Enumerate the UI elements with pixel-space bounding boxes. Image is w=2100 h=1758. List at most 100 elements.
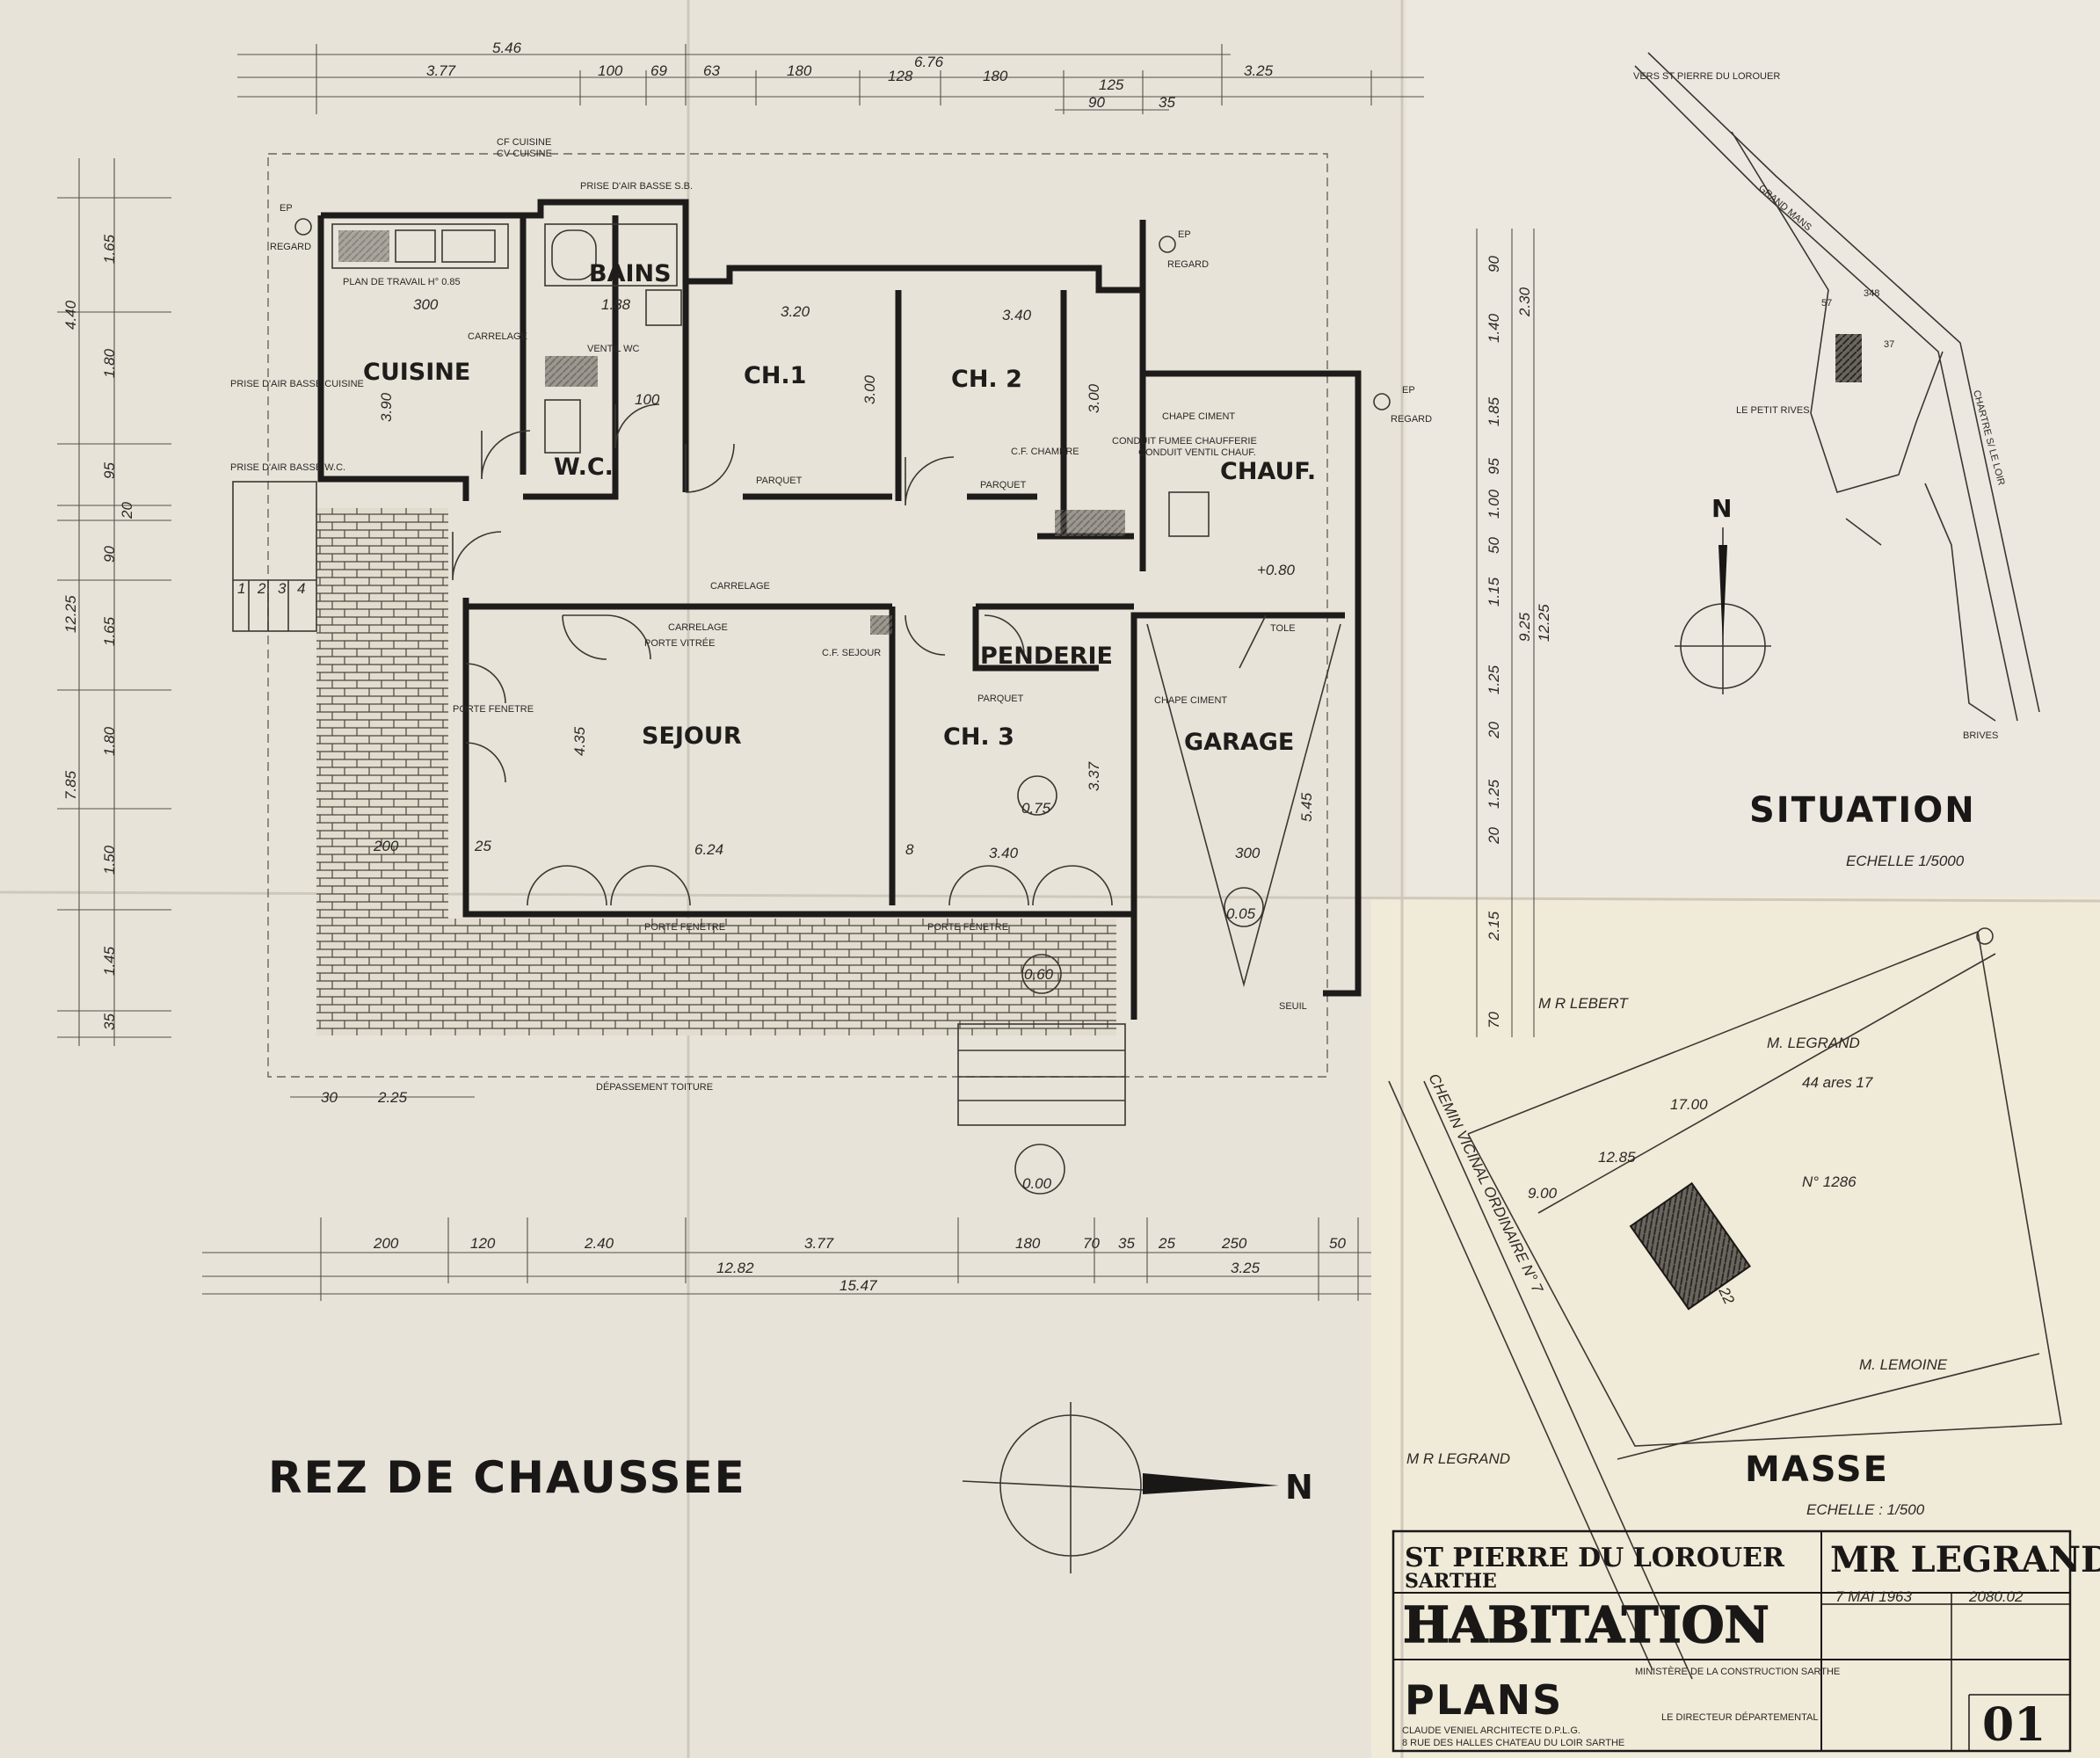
dim-int-12: 5.45 (1298, 792, 1315, 822)
tb-dept: SARTHE (1405, 1570, 1497, 1593)
masse-dim-2: 17.00 (1670, 1096, 1708, 1113)
note-prise-bains: PRISE D'AIR BASSE S.B. (580, 181, 693, 192)
sit-dim-5: 1.00 (1486, 489, 1502, 519)
dim-left-11: 1.45 (101, 946, 118, 976)
floor-plan: 5.46 6.76 3.77 100 69 63 180 128 180 125… (57, 40, 1432, 1573)
level-ch3: 0.75 (1021, 800, 1051, 817)
sit-label-7: 348 (1864, 288, 1879, 299)
step-2: 2 (257, 580, 266, 597)
note-seuil: SEUIL (1279, 1001, 1307, 1012)
note-prise-wc: PRISE D'AIR BASSE W.C. (230, 462, 345, 473)
level-chauf: +0.80 (1257, 562, 1296, 578)
dim-bot-r2-0: 12.82 (716, 1260, 754, 1276)
room-ch3: CH. 3 (943, 723, 1014, 751)
note-conduit-ventil: CONDUIT VENTIL CHAUF. (1138, 447, 1256, 458)
dim-bot-2: 2.40 (584, 1235, 614, 1252)
note-prise-cuisine: PRISE D'AIR BASSE CUISINE (230, 379, 364, 389)
sit-dim-7: 1.15 (1486, 577, 1502, 607)
top-dimension-lines: 5.46 6.76 3.77 100 69 63 180 128 180 125… (237, 40, 1424, 114)
situation-title: SITUATION (1749, 790, 1976, 831)
dim-left-0: 4.40 (62, 300, 79, 330)
plan-title: REZ DE CHAUSSEE (268, 1452, 746, 1503)
tb-date: 7 MAI 1963 (1835, 1588, 1912, 1605)
sit-dim-14: 2.15 (1486, 911, 1502, 941)
note-ep-1: EP (280, 203, 293, 214)
dim-top-r2-7: 125 (1099, 76, 1124, 93)
note-cf-chambre: C.F. CHAMBRE (1011, 447, 1079, 457)
note-cf-cuisine: CF CUISINE (497, 137, 551, 148)
dim-int-0: 300 (413, 296, 439, 313)
level-markers: 0.75 0.05 0.60 0.00 +0.80 (1014, 562, 1296, 1195)
entry-steps-west: 1 2 3 4 (232, 481, 317, 632)
note-regard-2: REGARD (1167, 259, 1209, 270)
dim-int-4: 3.90 (378, 392, 395, 422)
sit-dim-10: 1.25 (1486, 665, 1502, 694)
tb-type: PLANS (1405, 1676, 1563, 1724)
sit-label-6: 57 (1821, 298, 1832, 309)
left-dimension-lines: 4.40 1.65 1.80 95 20 90 12.25 1.65 7.85 … (57, 158, 171, 1046)
note-carrelage-2: CARRELAGE (710, 581, 770, 592)
sit-label-3: LE PETIT RIVES (1736, 405, 1810, 416)
masse-area: 44 ares 17 (1802, 1074, 1873, 1091)
note-parquet-ch2: PARQUET (980, 480, 1027, 490)
dim-left-5: 90 (101, 546, 118, 563)
dim-bot-1: 120 (470, 1235, 496, 1252)
sit-label-5: 37 (1884, 339, 1894, 350)
dim-left-2: 1.80 (101, 348, 118, 378)
level-entry: 0.00 (1022, 1175, 1052, 1192)
sit-dim-15: 70 (1486, 1012, 1502, 1028)
note-porte-fenetre-2: PORTE FENETRE (644, 922, 725, 933)
sit-dim-8: 9.25 (1516, 612, 1533, 642)
note-porte-fenetre-3: PORTE FENETRE (927, 922, 1008, 933)
dim-top-r2-5: 128 (888, 68, 913, 84)
masse-neighbour-3: M. LEMOINE (1859, 1356, 1948, 1373)
tb-stamp: MINISTÈRE DE LA CONSTRUCTION SARTHE (1635, 1666, 1840, 1677)
dim-left-6: 12.25 (62, 595, 79, 633)
note-carrelage-1: CARRELAGE (468, 331, 527, 342)
sit-dim-9: 12.25 (1536, 604, 1552, 642)
note-depassement: DÉPASSEMENT TOITURE (596, 1081, 713, 1093)
north-arrow-situation: N (1675, 494, 1771, 694)
dim-low-1: 2.25 (377, 1089, 408, 1106)
step-1: 1 (237, 580, 245, 597)
dim-top-1: 5.46 (492, 40, 522, 56)
sit-label-0: VERS ST PIERRE DU LOROUER (1633, 71, 1780, 82)
dim-int-16: 8 (905, 841, 914, 858)
masse-dim-1: 12.85 (1598, 1149, 1636, 1166)
dim-int-11: 300 (1235, 845, 1261, 861)
note-regard-3: REGARD (1391, 414, 1432, 425)
north-letter-plan: N (1285, 1468, 1315, 1507)
note-porte-fenetre-1: PORTE FENETRE (453, 704, 534, 715)
room-ch1: CH.1 (744, 362, 806, 389)
sit-dim-6: 50 (1486, 537, 1502, 554)
dim-bot-4: 180 (1015, 1235, 1041, 1252)
note-parquet-ch1: PARQUET (756, 476, 803, 486)
room-bains: BAINS (589, 260, 672, 287)
situation-dimension-lines: 90 2.30 1.40 1.85 95 1.00 50 1.15 9.25 1… (1476, 229, 1552, 1037)
dim-bot-3: 3.77 (804, 1235, 834, 1252)
dim-int-7: 100 (635, 391, 660, 408)
dim-int-14: 200 (373, 838, 399, 854)
masse-house (1629, 1181, 1751, 1311)
dim-int-15: 25 (474, 838, 491, 854)
sit-dim-2: 1.40 (1486, 313, 1502, 343)
title-block: ST PIERRE DU LOROUER SARTHE MR LEGRAND H… (1392, 1529, 2100, 1753)
dim-bot-6: 35 (1118, 1235, 1135, 1252)
entry-steps-south (957, 1023, 1126, 1126)
bottom-dimension-lines: 30 2.25 200 120 2.40 3.77 180 70 35 25 2… (202, 1089, 1371, 1301)
note-tole: TOLE (1270, 623, 1296, 634)
masse-neighbour-1: M. LEGRAND (1767, 1035, 1860, 1051)
dim-bot-8: 250 (1221, 1235, 1247, 1252)
dim-top-r2-4: 180 (787, 62, 812, 79)
dim-left-12: 35 (101, 1013, 118, 1030)
note-cf-sejour: C.F. SEJOUR (822, 648, 881, 658)
north-letter-situation: N (1711, 494, 1733, 523)
dim-bot-7: 25 (1158, 1235, 1175, 1252)
dim-top-r2-2: 69 (650, 62, 667, 79)
door-swings (452, 403, 1341, 988)
sit-dim-13: 20 (1486, 827, 1502, 845)
dim-int-3: 3.40 (1002, 307, 1032, 323)
step-4: 4 (297, 580, 305, 597)
note-chape-chauf: CHAPE CIMENT (1162, 411, 1235, 422)
